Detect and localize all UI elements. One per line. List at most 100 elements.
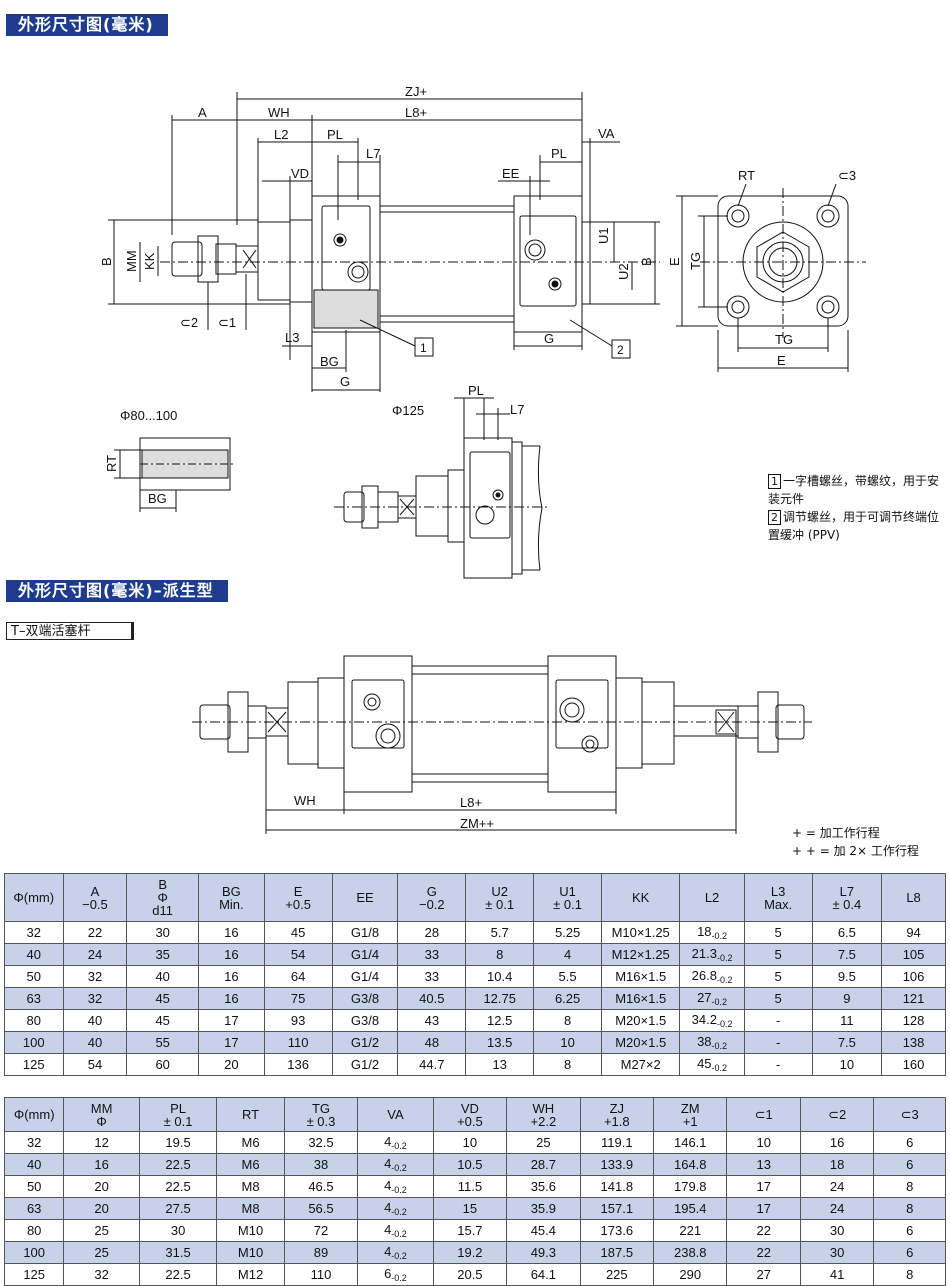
table-cell: 54	[263, 943, 333, 966]
table-cell: -	[743, 1031, 813, 1054]
dim-g-front: G	[340, 374, 350, 389]
table-cell: 22.5	[138, 1175, 218, 1198]
table-cell: 21.3-0.2	[679, 943, 745, 966]
table-cell: 27-0.2	[679, 987, 745, 1010]
table-cell: 12	[63, 1131, 140, 1154]
table-cell: 64.1	[506, 1263, 581, 1286]
table-header-cell: ZJ+1.8	[579, 1097, 655, 1132]
table-cell: 17	[197, 1009, 265, 1032]
table-cell: 225	[579, 1263, 655, 1286]
section-title: 外形尺寸图(毫米)	[6, 14, 168, 36]
table-header-cell: VA	[357, 1097, 434, 1132]
dim-b: B	[99, 257, 114, 266]
table-cell: 13	[726, 1153, 801, 1176]
dim-wh: WH	[268, 105, 290, 120]
table-cell: 55	[126, 1031, 199, 1054]
table-header-cell: E+0.5	[263, 873, 333, 922]
dim-va: VA	[598, 126, 615, 141]
table-cell: 13.5	[465, 1031, 535, 1054]
table-cell: 63	[3, 1197, 65, 1220]
table-cell: 290	[653, 1263, 728, 1286]
table-header-cell: L2	[679, 873, 745, 922]
detail2-l7: L7	[510, 402, 524, 417]
table-cell: 38	[283, 1153, 359, 1176]
table-cell: M12×1.25	[600, 943, 681, 966]
table-cell: M10	[216, 1241, 285, 1264]
table-cell: 43	[397, 1009, 467, 1032]
table-cell: 4	[533, 943, 602, 966]
table-cell: 10.5	[432, 1153, 508, 1176]
dim-tg-vert: TG	[688, 252, 703, 270]
table-cell: M8	[216, 1197, 285, 1220]
table-cell: 8	[873, 1175, 946, 1198]
table-cell: 164.8	[653, 1153, 728, 1176]
table-cell: 16	[197, 965, 265, 988]
table-cell: 41	[799, 1263, 875, 1286]
table-cell: 5	[743, 921, 813, 944]
table-cell: 80	[4, 1009, 64, 1032]
dim2-zm: ZM++	[460, 816, 494, 831]
table-cell: 110	[263, 1031, 333, 1054]
table-header-cell: L7± 0.4	[811, 873, 883, 922]
dim-vd: VD	[291, 166, 309, 181]
note-1-text: 一字槽螺丝，带螺纹，用于安装元件	[768, 474, 940, 506]
dim-l2: L2	[274, 127, 288, 142]
table-cell: 40.5	[397, 987, 467, 1010]
table-cell: G3/8	[331, 987, 399, 1010]
table-cell: 4-0.2	[357, 1175, 434, 1198]
dim-zj: ZJ+	[405, 84, 427, 99]
table-cell: M10	[216, 1219, 285, 1242]
table-header-cell: WH+2.2	[506, 1097, 581, 1132]
table-cell: 56.5	[283, 1197, 359, 1220]
table-cell: 28.7	[506, 1153, 581, 1176]
note-1-box: 1	[768, 474, 781, 489]
table-header-cell: ZM+1	[653, 1097, 728, 1132]
table-cell: 45	[126, 1009, 199, 1032]
table-cell: 4-0.2	[357, 1131, 434, 1154]
table-header-cell: PL± 0.1	[138, 1097, 218, 1132]
table-cell: 32	[4, 921, 64, 944]
table-cell: 24	[62, 943, 128, 966]
dim-pl: PL	[327, 127, 343, 142]
table-cell: 6	[873, 1241, 946, 1264]
dim-e: E	[777, 353, 786, 368]
table-cell: 46.5	[283, 1175, 359, 1198]
table-cell: 4-0.2	[357, 1153, 434, 1176]
table-cell: 6-0.2	[357, 1263, 434, 1286]
table-cell: 9.5	[811, 965, 883, 988]
table-cell: 89	[283, 1241, 359, 1264]
dim-kk: KK	[142, 252, 157, 270]
table-cell: 33	[397, 965, 467, 988]
table-cell: 8	[873, 1197, 946, 1220]
table-cell: 30	[799, 1241, 875, 1264]
table-cell: 5	[743, 943, 813, 966]
table-cell: M16×1.5	[600, 987, 681, 1010]
table-cell: 8	[533, 1009, 602, 1032]
table-cell: 4-0.2	[357, 1241, 434, 1264]
table-cell: 17	[726, 1197, 801, 1220]
table-cell: 187.5	[579, 1241, 655, 1264]
table-cell: 22	[726, 1241, 801, 1264]
table-cell: 22.5	[138, 1153, 218, 1176]
table-cell: 30	[799, 1219, 875, 1242]
dim-rt: RT	[738, 168, 755, 183]
table-cell: 10	[726, 1131, 801, 1154]
detail1-bg: BG	[148, 491, 167, 506]
table-header-cell: KK	[600, 873, 681, 922]
table-cell: 27	[726, 1263, 801, 1286]
table-cell: 45.4	[506, 1219, 581, 1242]
table-cell: 5.5	[533, 965, 602, 988]
table-header-cell: ⊂2	[799, 1097, 875, 1132]
table-cell: 40	[62, 1009, 128, 1032]
table-header-cell: ⊂3	[873, 1097, 946, 1132]
note-2-box: 2	[768, 510, 781, 525]
